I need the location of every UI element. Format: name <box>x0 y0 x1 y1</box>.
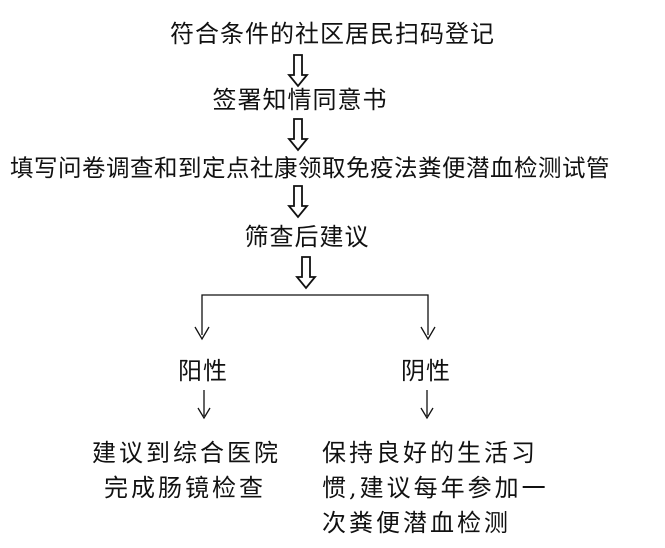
branch-bracket <box>201 294 429 335</box>
hollow-arrow-3 <box>287 185 309 219</box>
step-consent: 签署知情同意书 <box>212 86 388 114</box>
arrow-negative-result <box>420 390 434 420</box>
branch-arrowhead-right <box>420 326 436 341</box>
positive-result-line-1: 建议到综合医院 <box>92 439 281 467</box>
negative-result-line-3: 次粪便潜血检测 <box>322 509 511 537</box>
hollow-arrow-2 <box>287 118 309 152</box>
negative-result-line-1: 保持良好的生活习 <box>322 439 538 467</box>
branch-positive-label: 阳性 <box>178 357 228 385</box>
hollow-arrow-4 <box>295 256 317 290</box>
step-screening-advice: 筛查后建议 <box>244 223 370 251</box>
negative-result-line-2: 惯,建议每年参加一 <box>322 474 549 502</box>
arrow-positive-result <box>197 390 211 420</box>
hollow-arrow-1 <box>287 54 309 88</box>
positive-result-line-2: 完成肠镜检查 <box>104 474 266 502</box>
branch-arrowhead-left <box>194 326 210 341</box>
step-register: 符合条件的社区居民扫码登记 <box>170 20 495 48</box>
step-questionnaire: 填写问卷调查和到定点社康领取免疫法粪便潜血检测试管 <box>10 154 610 182</box>
branch-negative-label: 阴性 <box>401 357 451 385</box>
